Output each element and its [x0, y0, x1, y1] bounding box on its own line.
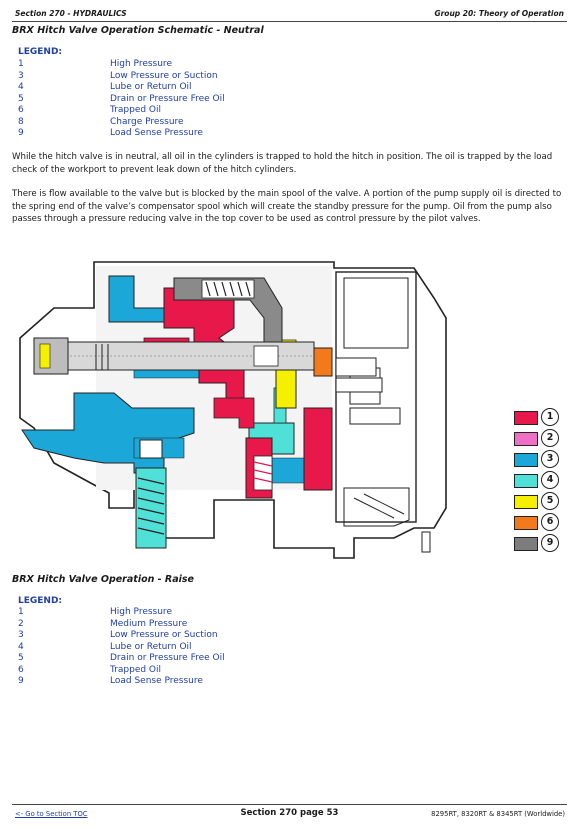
- header-rule: [12, 21, 567, 22]
- legend-num: 1: [18, 607, 24, 617]
- color-key-number: 6: [541, 513, 559, 531]
- legend-label: Load Sense Pressure: [110, 128, 203, 138]
- legend-row: 9 Load Sense Pressure: [18, 676, 225, 688]
- legend-num: 3: [18, 70, 24, 81]
- legend-label: Trapped Oil: [110, 664, 162, 675]
- color-key-row: 6: [512, 512, 570, 532]
- color-key-number: 3: [541, 450, 559, 468]
- legend-label: Trapped Oil: [110, 105, 162, 115]
- legend-label: Lube or Return Oil: [110, 641, 192, 652]
- legend-row: 9 Load Sense Pressure: [18, 128, 225, 140]
- color-key-row: 5: [512, 491, 570, 511]
- legend-label: Charge Pressure: [110, 116, 184, 127]
- legend-row: 5 Drain or Pressure Free Oil: [18, 94, 225, 106]
- legend-row: 6 Trapped Oil: [18, 105, 225, 117]
- legend-label: Low Pressure or Suction: [110, 70, 218, 81]
- legend-row: 1 High Pressure: [18, 607, 225, 619]
- legend-num: 8: [18, 116, 24, 127]
- hitch-valve-schematic: [19, 261, 447, 559]
- legend-row: 6 Trapped Oil: [18, 665, 225, 677]
- color-swatch-3: [514, 453, 538, 467]
- legend-row: 4 Lube or Return Oil: [18, 642, 225, 654]
- legend-row: 1 High Pressure: [18, 59, 225, 71]
- legend-label: High Pressure: [110, 59, 172, 69]
- color-key-number: 5: [541, 492, 559, 510]
- legend-num: 3: [18, 630, 24, 640]
- color-swatch-1: [514, 411, 538, 425]
- legend-row: 3 Low Pressure or Suction: [18, 71, 225, 83]
- section-header: Section 270 - HYDRAULICS: [15, 9, 127, 18]
- legend-label: Medium Pressure: [110, 618, 188, 629]
- legend-num: 4: [18, 82, 24, 92]
- legend-row: 3 Low Pressure or Suction: [18, 630, 225, 642]
- legend-label: Lube or Return Oil: [110, 82, 192, 92]
- color-key-number: 1: [541, 408, 559, 426]
- color-swatch-6: [514, 516, 538, 530]
- legend-num: 4: [18, 641, 24, 652]
- paragraph-neutral: While the hitch valve is in neutral, all…: [12, 152, 553, 175]
- color-key-row: 9: [512, 533, 570, 553]
- model-label: 8295RT, 8320RT & 8345RT (Worldwide): [431, 810, 565, 818]
- legend-num: 9: [18, 128, 24, 138]
- color-key-number: 9: [541, 534, 559, 552]
- legend-row: 4 Lube or Return Oil: [18, 82, 225, 94]
- color-key-row: 4: [512, 470, 570, 490]
- color-swatch-4: [514, 474, 538, 488]
- footer-rule: [12, 804, 567, 805]
- legend-num: 1: [18, 59, 24, 69]
- page-number: Section 270 page 53: [240, 808, 339, 818]
- legend-num: 5: [18, 653, 24, 663]
- group-header: Group 20: Theory of Operation: [434, 9, 564, 18]
- color-key-number: 4: [541, 471, 559, 489]
- legend-num: 6: [18, 105, 24, 115]
- color-swatch-2: [514, 432, 538, 446]
- legend-num: 5: [18, 93, 24, 104]
- legend-label: Load Sense Pressure: [110, 676, 203, 686]
- section1-legend-title: LEGEND:: [18, 47, 63, 57]
- legend-num: 2: [18, 618, 24, 629]
- color-key-row: 1: [512, 407, 570, 427]
- section2-legend: 1 High Pressure 2 Medium Pressure 3 Low Pre…: [18, 607, 225, 688]
- legend-row: 8 Charge Pressure: [18, 117, 225, 129]
- legend-label: Drain or Pressure Free Oil: [110, 93, 225, 104]
- paragraph-flow: There is flow available to the valve but…: [12, 189, 562, 224]
- legend-label: Low Pressure or Suction: [110, 630, 218, 640]
- legend-row: 2 Medium Pressure: [18, 619, 225, 631]
- legend-label: Drain or Pressure Free Oil: [110, 653, 225, 663]
- legend-num: 9: [18, 676, 24, 686]
- section1-title: BRX Hitch Valve Operation Schematic - Ne…: [12, 25, 264, 36]
- section2-title: BRX Hitch Valve Operation - Raise: [12, 574, 195, 585]
- legend-label: High Pressure: [110, 607, 172, 617]
- color-swatch-9: [514, 537, 538, 551]
- legend-row: 5 Drain or Pressure Free Oil: [18, 653, 225, 665]
- color-key-row: 3: [512, 449, 570, 469]
- color-swatch-5: [514, 495, 538, 509]
- color-key-row: 2: [512, 428, 570, 448]
- section2-legend-title: LEGEND:: [18, 596, 63, 606]
- color-key-number: 2: [541, 429, 559, 447]
- legend-num: 6: [18, 664, 24, 675]
- toc-link[interactable]: <- Go to Section TOC: [15, 810, 88, 818]
